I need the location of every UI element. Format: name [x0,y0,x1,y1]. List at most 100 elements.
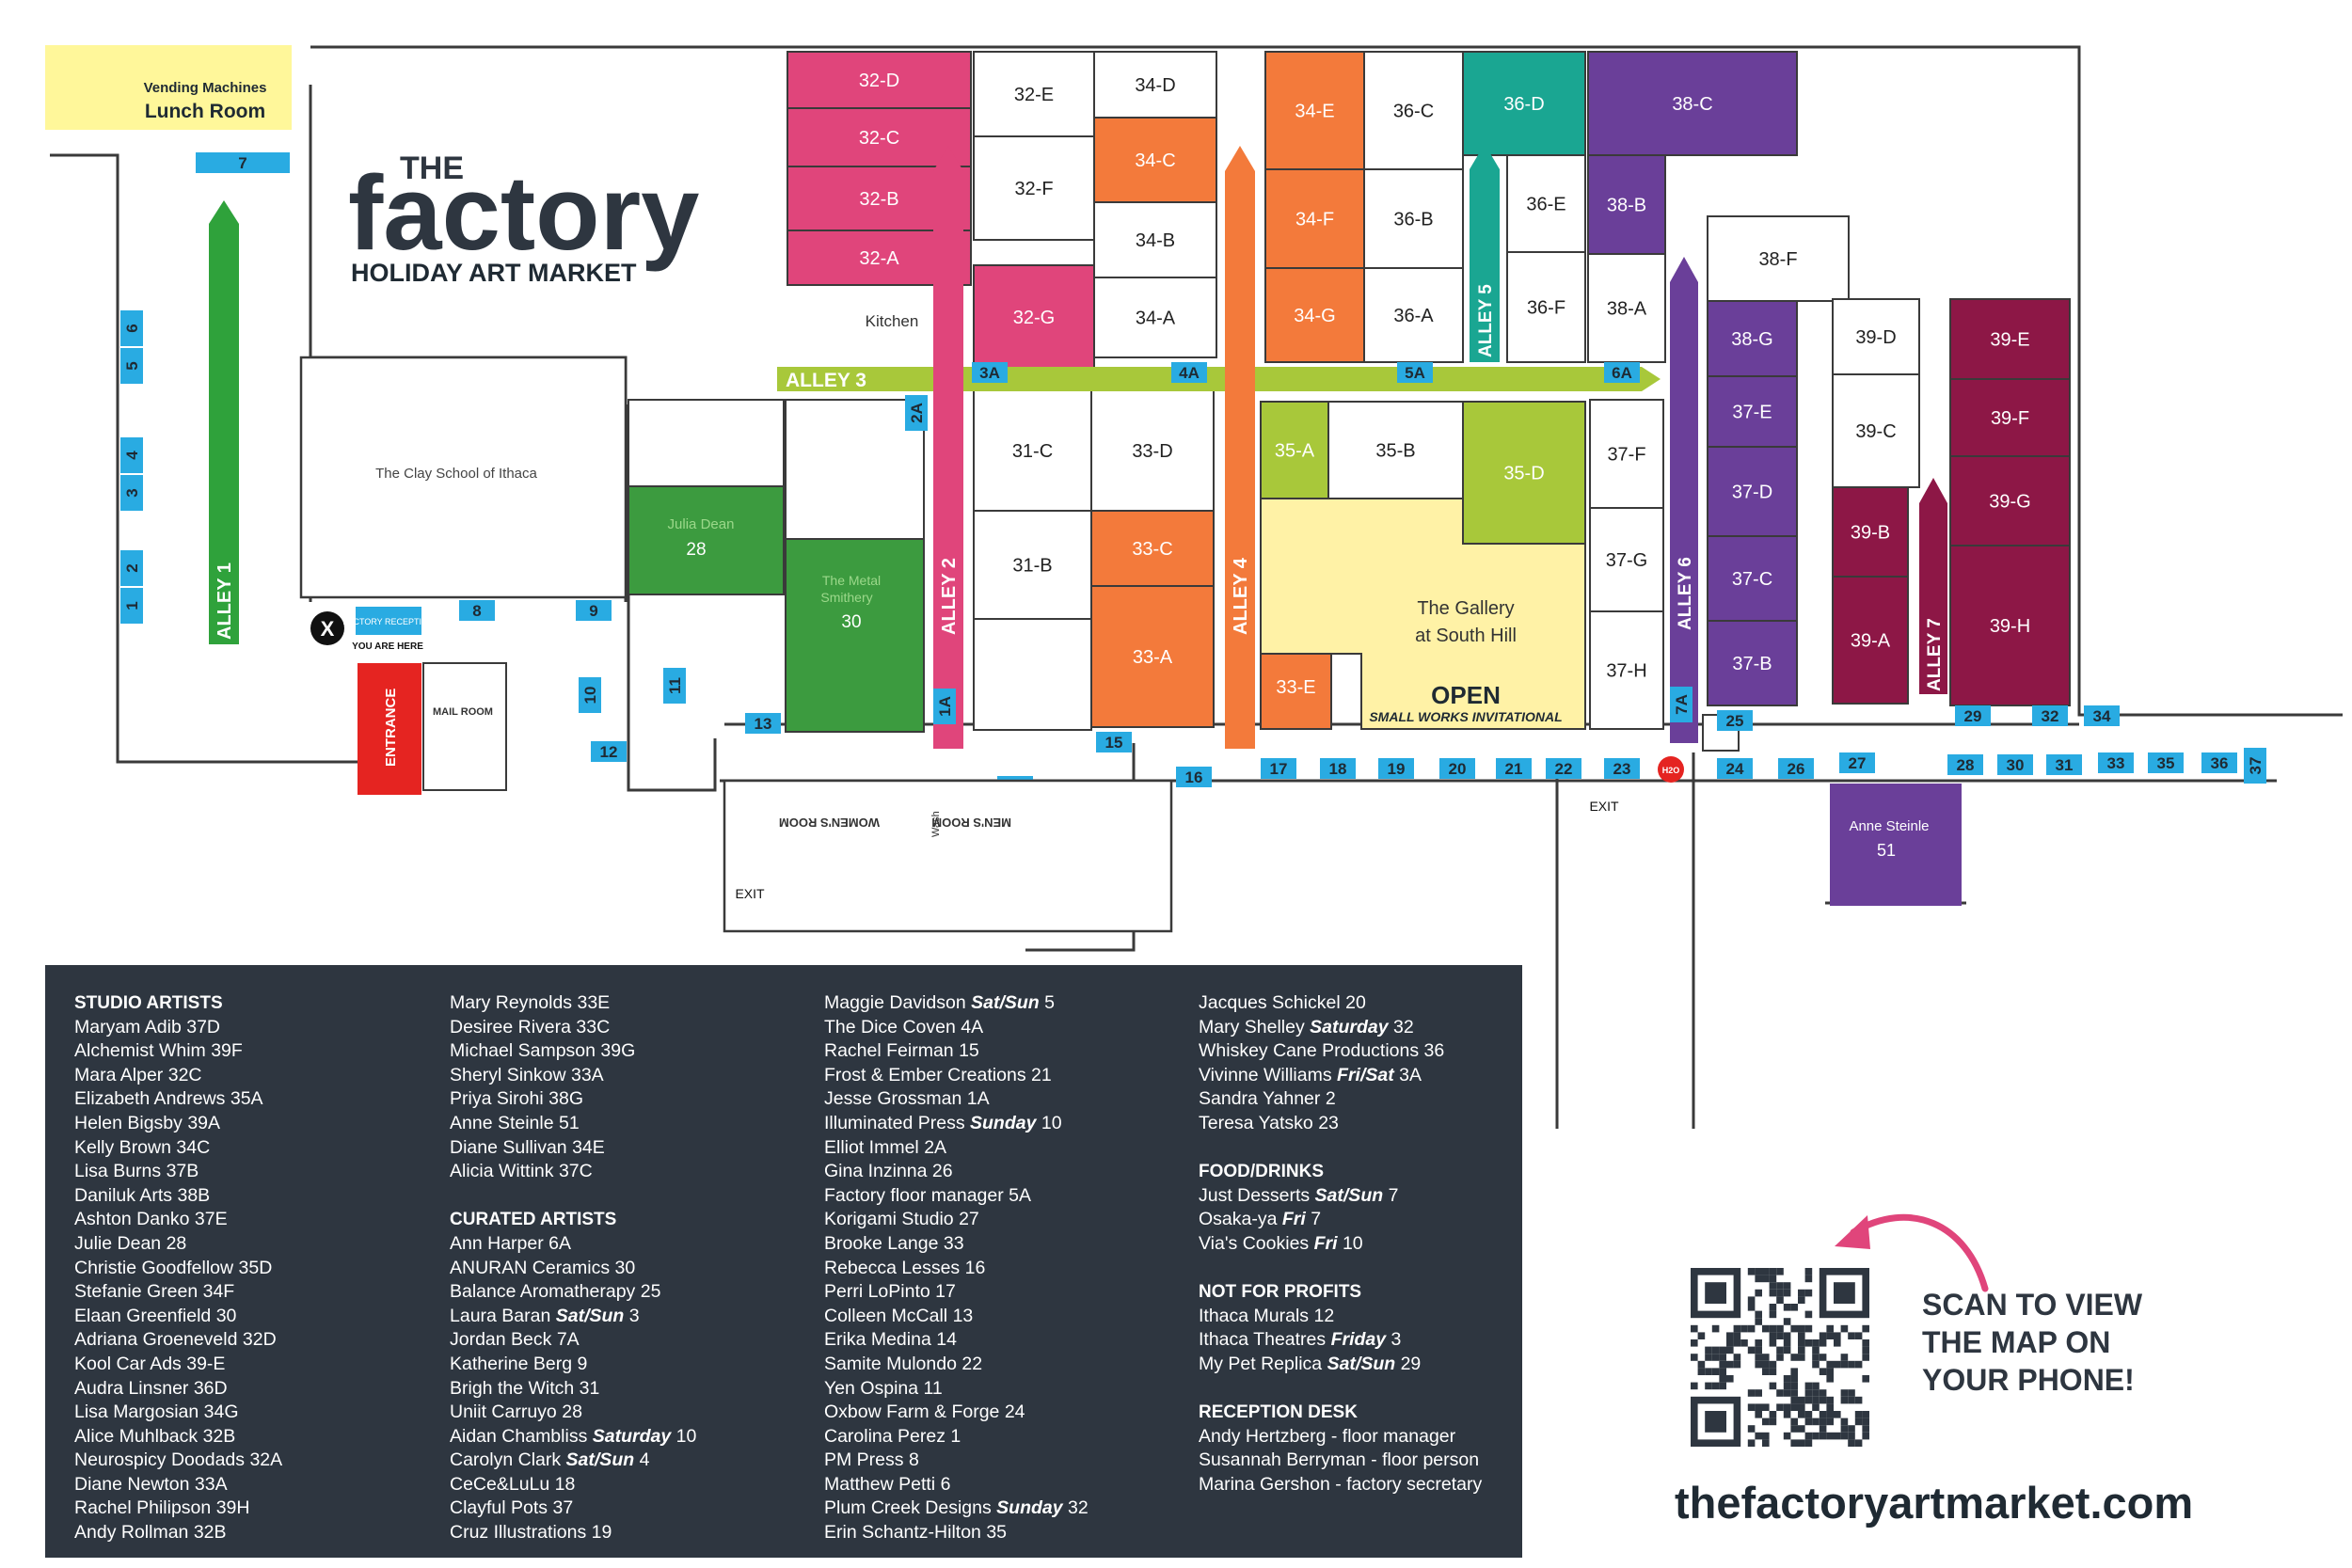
directory-entry: Lisa Burns 37B [74,1160,441,1184]
directory-entry: Priya Sirohi 38G [450,1087,817,1112]
directory-entry: Rebecca Lesses 16 [824,1257,1191,1281]
booth-31-b [973,510,1092,620]
entry-name: Priya Sirohi [450,1088,544,1110]
booth-34-f [1264,168,1365,269]
entry-name: Adriana Groeneveld [74,1329,238,1351]
spot-tag-17 [1261,758,1296,779]
entry-name: Carolina Perez [824,1425,946,1447]
spot-tag-3a [972,362,1008,383]
directory-entry: Katherine Berg 9 [450,1353,817,1377]
booth-label-39-d: 39-D [1855,327,1896,348]
spot-label-36: 36 [2211,754,2229,772]
entry-name: Clayful Pots [450,1497,548,1519]
mens-room-label: MEN'S ROOM [931,816,1011,830]
directory-entry: Illuminated Press Sunday 10 [824,1112,1191,1136]
directory-entry: Alicia Wittink 37C [450,1160,817,1184]
directory-entry: Matthew Petti 6 [824,1473,1191,1497]
spot-tag-8 [459,600,495,621]
booth-label-32-d: 32-D [859,71,899,91]
website-link[interactable]: thefactoryartmarket.com [1675,1478,2194,1528]
entry-location: 37 [552,1497,574,1519]
spot-label-15: 15 [1105,734,1123,752]
mail-room-label: MAIL ROOM [433,706,493,718]
entry-day: Sat/Sun [971,992,1040,1013]
entry-name: Samite Mulondo [824,1353,957,1374]
directory-entry: Samite Mulondo 22 [824,1353,1191,1377]
directory-entry: PM Press 8 [824,1449,1191,1473]
booth-39-f [1949,378,2071,457]
gallery-open-sub: SMALL WORKS INVITATIONAL [1369,709,1562,724]
entry-name: Just Desserts [1199,1184,1311,1206]
directory-entry: Osaka-ya Fri 7 [1199,1208,1565,1232]
entry-name: Lisa Margosian [74,1402,199,1423]
entry-name: Susannah Berryman - floor person [1199,1449,1480,1471]
booth-label-37-d: 37-D [1732,483,1772,503]
spot-label-12: 12 [600,743,618,761]
scan-line-2: THE MAP ON [1922,1325,2111,1359]
alley-arrows [209,144,1947,749]
spot-label-9: 9 [589,602,597,620]
directory-entry: Yen Ospina 11 [824,1377,1191,1402]
entry-name: The Dice Coven [824,1016,956,1037]
entry-name: Christie Goodfellow [74,1257,234,1278]
entry-location: 15 [959,1040,979,1062]
entry-location: 17 [935,1281,956,1303]
spot-tag-7 [196,152,290,173]
entry-location: 4A [961,1016,984,1037]
spot-tag-22 [1546,758,1581,779]
entry-day: Fri [1313,1232,1338,1254]
spot-tag-36 [2201,752,2237,773]
booth-36-f [1506,251,1586,363]
entry-day: Fri [1281,1209,1306,1230]
alley-6-label: ALLEY 6 [1676,557,1695,630]
entry-name: Rachel Philipson [74,1497,212,1519]
spot-tag-35 [2148,752,2184,773]
booth-label-38-g: 38-G [1731,329,1772,350]
booth-spot-tags: 1234567891011121314151617181920212223242… [120,152,2266,797]
you-are-here-x: X [321,617,335,641]
directory-entry: My Pet Replica Sat/Sun 29 [1199,1353,1565,1377]
directory-entry: Uniit Carruyo 28 [450,1401,817,1425]
spot-tag-28 [1947,754,1983,775]
entry-name: Sheryl Sinkow [450,1064,566,1085]
entry-location: 26 [931,1161,953,1182]
entry-location: 27 [959,1209,979,1230]
entry-location: 32C [167,1064,202,1085]
directory-entry: Neurospicy Doodads 32A [74,1449,441,1473]
spot-tag-4a [1171,362,1207,383]
curated-artists-heading: CURATED ARTISTS [450,1210,617,1230]
spot-label-17: 17 [1270,760,1288,778]
directory-entry: Colleen McCall 13 [824,1305,1191,1329]
directory-entry: Laura Baran Sat/Sun 3 [450,1305,817,1329]
directory-entry: Perri LoPinto 17 [824,1280,1191,1305]
entry-location: 34G [203,1402,239,1423]
scan-instructions: SCAN TO VIEW THE MAP ON YOUR PHONE! [1922,1286,2204,1399]
spot-tag-10 [579,677,601,713]
entry-name: Elaan Greenfield [74,1305,212,1326]
directory-entry: Jacques Schickel 20 [1199,991,1565,1016]
entry-day: Saturday [592,1425,672,1447]
directory-entry: Factory floor manager 5A [824,1184,1191,1209]
room-julia-dean [628,485,785,595]
booth-label-37-c: 37-C [1732,569,1772,590]
directory-entry: Elizabeth Andrews 35A [74,1087,441,1112]
alley-7-label: ALLEY 7 [1925,618,1945,691]
directory-entry: Sheryl Sinkow 33A [450,1064,817,1088]
directory-entry: Michael Sampson 39G [450,1039,817,1064]
entry-location: 39F [211,1040,243,1062]
alley-2-label: ALLEY 2 [939,558,960,635]
entry-name: Aidan Chambliss [450,1425,588,1447]
spot-tag-24 [1717,758,1753,779]
directory-entry: Elaan Greenfield 30 [74,1305,441,1329]
entry-day: Sunday [970,1112,1037,1133]
booth-label-35-b: 35-B [1375,441,1415,462]
entry-name: Julie Dean [74,1232,162,1254]
entry-name: Andy Rollman [74,1522,189,1544]
entry-location: 16 [964,1257,986,1278]
you-are-here-label: YOU ARE HERE [352,641,423,652]
directory-entry: CeCe&LuLu 18 [450,1473,817,1497]
spot-label-35: 35 [2157,754,2175,772]
qr-code-icon[interactable] [1691,1268,1869,1447]
entry-location: 18 [554,1473,576,1495]
